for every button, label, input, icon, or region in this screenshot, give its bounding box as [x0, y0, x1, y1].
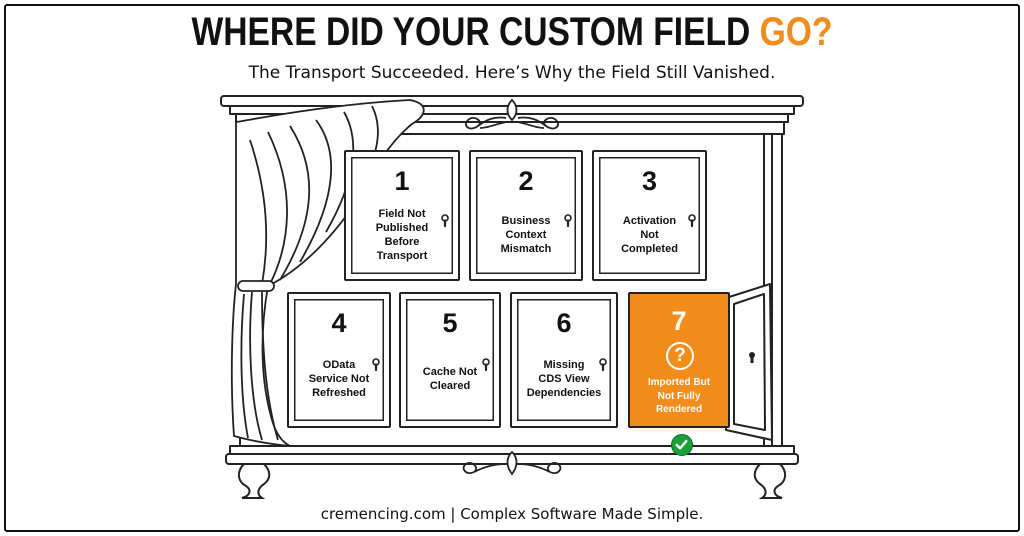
door-label-line: Business — [501, 214, 551, 227]
door-label-line: Mismatch — [500, 242, 552, 255]
curtain-icon — [230, 99, 425, 447]
checkmark-icon — [671, 434, 693, 456]
door-number: 6 — [556, 308, 572, 338]
keyhole-icon — [599, 358, 607, 372]
door-label-line: Not Fully — [657, 390, 701, 402]
door-label-line: Dependencies — [526, 387, 602, 399]
door-label-line: Transport — [376, 249, 428, 262]
keyhole-icon — [688, 213, 696, 227]
cabinet-feet — [238, 463, 786, 499]
title-main: WHERE DID YOUR CUSTOM FIELD — [191, 10, 760, 54]
top-ornament-icon — [465, 98, 559, 130]
door-number: 3 — [641, 166, 658, 196]
door-label-line: Missing — [543, 359, 585, 371]
door-label-line: Context — [505, 228, 547, 241]
title-accent: GO? — [759, 10, 833, 54]
door-label-line: OData — [322, 359, 356, 371]
door-number: 5 — [442, 308, 458, 338]
door-7-leaf — [725, 283, 773, 441]
door-number: 1 — [394, 166, 410, 196]
door-label-line: Completed — [621, 242, 678, 255]
door-label-line: CDS View — [538, 373, 590, 385]
door-label-line: Refreshed — [312, 387, 366, 399]
question-mark-icon: ? — [666, 342, 694, 370]
keyhole-icon — [482, 358, 490, 372]
door-label-line: Field Not — [378, 207, 426, 220]
door-label-line: Cleared — [429, 380, 471, 392]
bottom-ornament-icon — [462, 450, 562, 476]
door-label-line: Activation — [622, 214, 677, 227]
door-number: 4 — [331, 308, 347, 338]
door-7-leaf-keyhole-icon — [749, 352, 755, 363]
door-label-line: Rendered — [655, 404, 703, 415]
door-label-line: Not — [640, 228, 659, 241]
door-label-line: Imported But — [647, 377, 711, 388]
door-label-line: Before — [384, 235, 420, 248]
footer-text: cremencing.com | Complex Software Made S… — [320, 505, 704, 523]
door-label-line: Published — [375, 221, 429, 234]
door-number: 2 — [518, 166, 534, 196]
keyhole-icon — [441, 213, 449, 227]
page-subtitle: The Transport Succeeded. Here’s Why the … — [248, 63, 776, 83]
door-label-line: Service Not — [308, 373, 370, 385]
keyhole-icon — [372, 358, 380, 372]
keyhole-icon — [564, 213, 572, 227]
page-title: WHERE DID YOUR CUSTOM FIELD GO? — [82, 8, 942, 56]
door-number: 7 — [671, 306, 687, 336]
door-label-line: Cache Not — [422, 366, 478, 378]
